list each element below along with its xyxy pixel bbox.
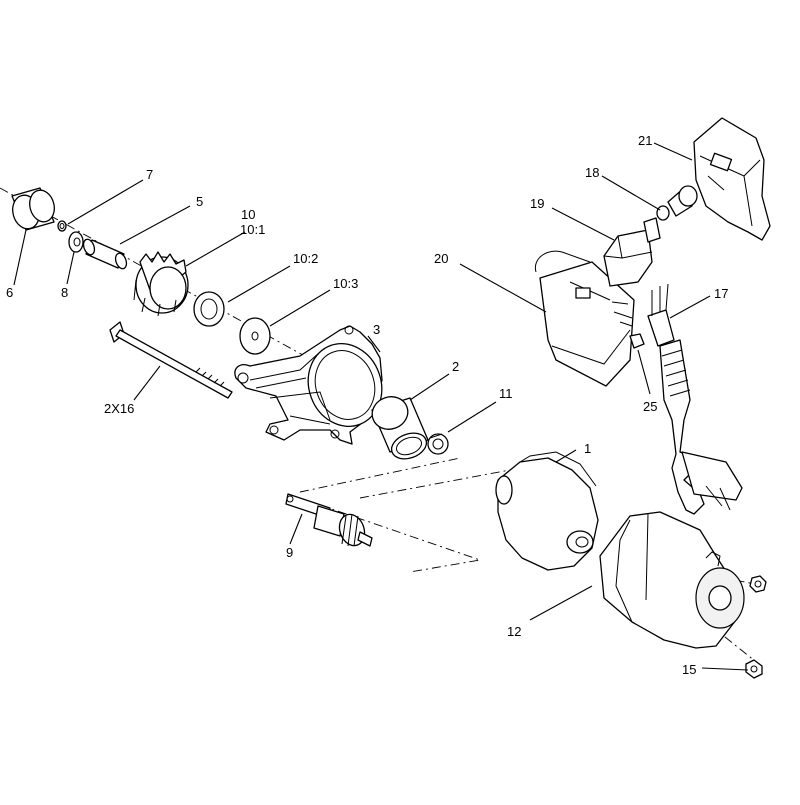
callout-labels: 7 5 10 10:1 10:2 10:3 3 2 11 1 6 8 2X16 … bbox=[6, 133, 728, 677]
part-2-sleeve bbox=[371, 396, 429, 460]
leader-9 bbox=[289, 513, 303, 545]
label-1: 1 bbox=[584, 441, 591, 456]
leader-10-3 bbox=[269, 289, 331, 327]
label-15: 15 bbox=[682, 662, 696, 677]
leader-3 bbox=[367, 335, 381, 353]
leader-7 bbox=[67, 179, 144, 225]
leader-12 bbox=[529, 585, 593, 621]
label-10-1: 10:1 bbox=[240, 222, 265, 237]
leader-5 bbox=[119, 205, 191, 245]
label-25: 25 bbox=[643, 399, 657, 414]
leader-2 bbox=[409, 373, 450, 401]
label-17: 17 bbox=[714, 286, 728, 301]
leader-2x16 bbox=[133, 365, 161, 401]
leader-15 bbox=[701, 667, 749, 671]
label-8: 8 bbox=[61, 285, 68, 300]
leader-25 bbox=[637, 349, 651, 395]
part-10-3-washer bbox=[239, 317, 271, 355]
label-10: 10 bbox=[241, 207, 255, 222]
leader-19 bbox=[551, 207, 615, 241]
part-25-cable-tie bbox=[629, 333, 645, 349]
label-3: 3 bbox=[373, 322, 380, 337]
leader-lines bbox=[13, 142, 749, 671]
screw-2x16 bbox=[109, 321, 233, 399]
part-1-gearbox bbox=[495, 451, 599, 571]
leader-21 bbox=[653, 142, 693, 161]
part-10-2-washer bbox=[193, 291, 225, 327]
part-9-shaft bbox=[285, 493, 373, 547]
leader-1 bbox=[555, 449, 577, 463]
label-6: 6 bbox=[6, 285, 13, 300]
leader-11 bbox=[447, 401, 497, 433]
part-6-sleeve bbox=[11, 187, 55, 231]
leader-6 bbox=[13, 229, 27, 286]
part-21-cover bbox=[693, 117, 771, 241]
leader-17 bbox=[669, 295, 711, 319]
part-8-washer bbox=[68, 231, 84, 253]
label-10-2: 10:2 bbox=[293, 251, 318, 266]
label-10-3: 10:3 bbox=[333, 276, 358, 291]
part-19-switch bbox=[603, 217, 661, 287]
label-2: 2 bbox=[452, 359, 459, 374]
part-15-nuts bbox=[745, 575, 767, 679]
leader-10-2 bbox=[227, 265, 291, 303]
label-12: 12 bbox=[507, 624, 521, 639]
label-18: 18 bbox=[585, 165, 599, 180]
label-21: 21 bbox=[638, 133, 652, 148]
leader-8 bbox=[66, 251, 75, 285]
part-3-housing bbox=[234, 325, 383, 445]
label-9: 9 bbox=[286, 545, 293, 560]
leader-10-1 bbox=[185, 231, 246, 267]
leader-18 bbox=[601, 175, 661, 211]
part-7-ring bbox=[57, 220, 67, 232]
part-18-knob bbox=[656, 185, 698, 221]
label-5: 5 bbox=[196, 194, 203, 209]
part-11-bushing bbox=[427, 433, 449, 455]
part-20-control-box bbox=[534, 250, 635, 387]
label-7: 7 bbox=[146, 167, 153, 182]
label-20: 20 bbox=[434, 251, 448, 266]
label-2x16: 2X16 bbox=[104, 401, 134, 416]
part-10-gear-ring bbox=[133, 251, 189, 317]
label-11: 11 bbox=[499, 386, 513, 401]
part-12-motor bbox=[599, 511, 745, 649]
part-5-pin bbox=[82, 238, 128, 270]
label-19: 19 bbox=[530, 196, 544, 211]
part-17-power-cord bbox=[647, 283, 743, 515]
leader-20 bbox=[459, 263, 547, 313]
